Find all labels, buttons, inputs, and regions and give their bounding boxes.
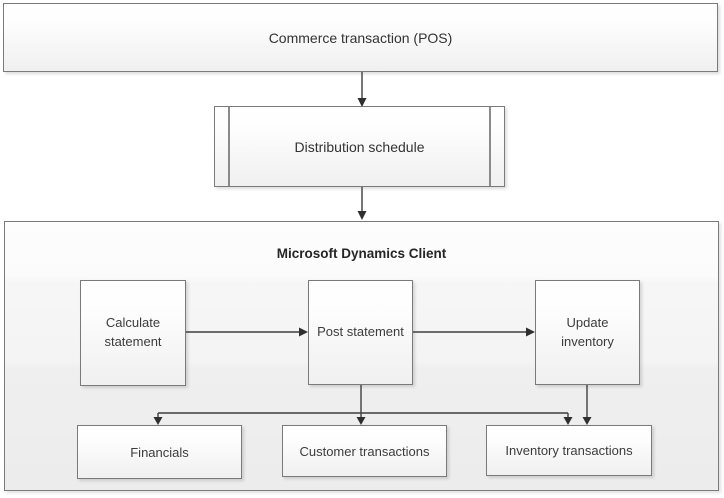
node-customer-transactions-label: Customer transactions [299, 443, 430, 459]
node-distribution-schedule: Distribution schedule [214, 106, 505, 187]
arrow-distribution-to-dynamics [357, 187, 367, 220]
node-inventory-transactions: Inventory transactions [486, 425, 652, 476]
node-distribution-schedule-label: Distribution schedule [294, 138, 425, 155]
node-commerce-transaction-label: Commerce transaction (POS) [268, 29, 453, 46]
node-financials: Financials [77, 425, 242, 479]
node-update-inventory-label: Update inventory [561, 314, 614, 349]
dynamics-client-container-title: Microsoft Dynamics Client [276, 246, 447, 261]
node-inventory-transactions-label: Inventory transactions [505, 443, 633, 458]
node-calculate-statement: Calculate statement [80, 280, 186, 386]
node-post-statement-label: Post statement [317, 324, 404, 340]
predefined-process-right-bar-line [489, 107, 491, 186]
arrow-commerce-to-distribution [357, 72, 367, 107]
node-customer-transactions: Customer transactions [282, 425, 447, 477]
node-calculate-statement-label: Calculate statement [104, 315, 162, 349]
node-commerce-transaction: Commerce transaction (POS) [3, 3, 718, 72]
node-update-inventory: Update inventory [535, 280, 640, 385]
node-post-statement: Post statement [308, 280, 413, 385]
predefined-process-left-bar-line [228, 107, 230, 186]
node-financials-label: Financials [130, 444, 189, 460]
